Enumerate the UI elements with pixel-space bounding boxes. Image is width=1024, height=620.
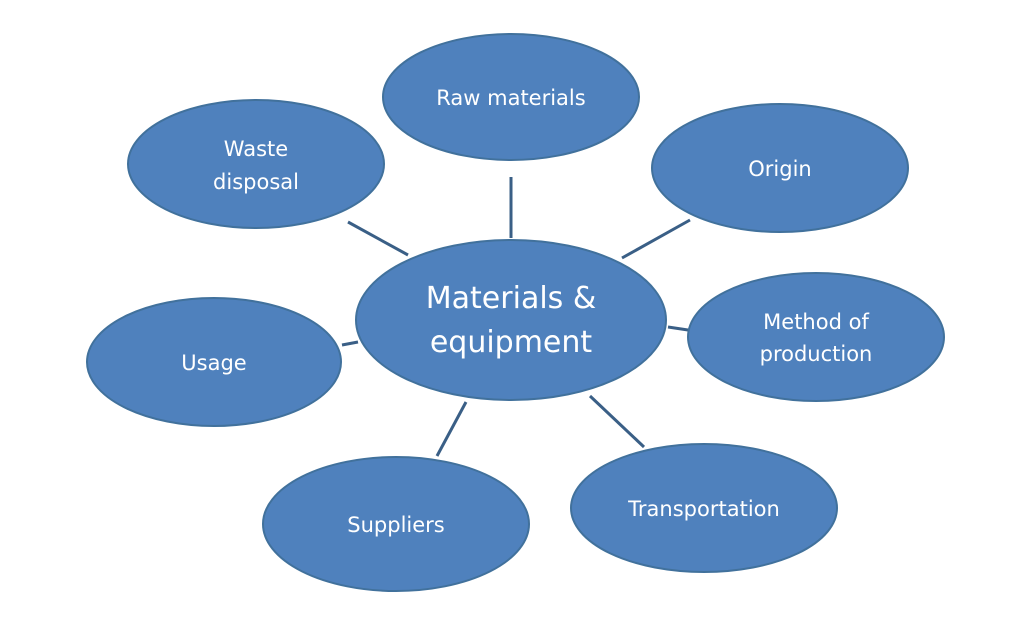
node-transportation-label: Transportation [627,497,780,521]
node-method-of-production-shape [687,272,945,402]
node-center-shape [355,239,667,401]
node-usage: Usage [86,297,342,427]
node-origin-label: Origin [748,157,811,181]
node-suppliers-shape [262,456,530,592]
node-raw-materials: Raw materials [382,33,640,161]
node-origin-shape [651,103,909,233]
node-waste-disposal-line-2: disposal [213,170,299,194]
node-transportation-shape [570,443,838,573]
node-raw-materials-shape [382,33,640,161]
connector-transportation [588,394,646,449]
node-suppliers-label: Suppliers [347,513,444,537]
connector-usage [341,340,359,347]
node-center-line-2: equipment [430,325,593,360]
node-suppliers: Suppliers [262,456,530,592]
connector-waste-disposal [347,220,409,257]
node-waste-disposal-shape [127,99,385,229]
connector-origin [621,218,691,260]
node-center-line-1: Materials & [426,281,596,316]
node-method-of-production: Method of production [687,272,945,402]
node-origin: Origin [651,103,909,233]
node-method-of-production-line-2: production [760,342,873,366]
node-center: Materials & equipment [355,239,667,401]
node-usage-shape [86,297,342,427]
node-method-of-production-line-1: Method of [763,310,869,334]
connector-method-of-production [667,325,689,332]
node-waste-disposal-line-1: Waste [224,137,288,161]
connector-suppliers [435,401,468,457]
node-transportation: Transportation [570,443,838,573]
node-usage-label: Usage [181,351,246,375]
node-waste-disposal: Waste disposal [127,99,385,229]
node-raw-materials-label: Raw materials [436,86,585,110]
